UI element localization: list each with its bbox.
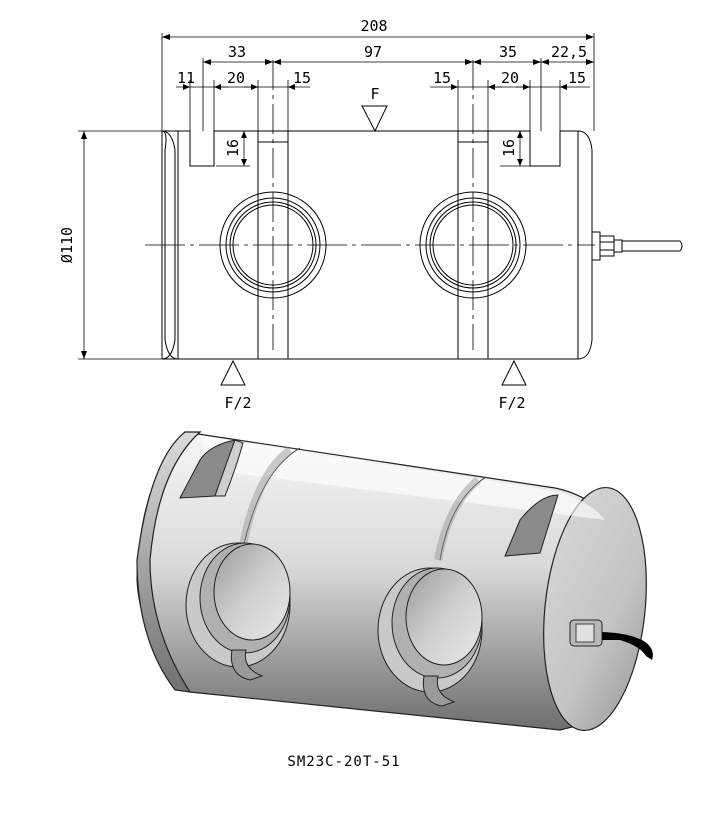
slot-right: [504, 494, 559, 557]
dim-left-end-to-pin: 33: [228, 43, 246, 61]
reaction-label-right: F/2: [498, 394, 525, 412]
dim-right-end: 22,5: [551, 43, 587, 61]
reaction-label-left: F/2: [224, 394, 251, 412]
force-arrow-down: [361, 105, 388, 133]
load-cell-3d-render: [136, 431, 653, 732]
cable-connector: [569, 619, 653, 660]
reaction-arrow-left: [220, 359, 246, 386]
pin-right: [377, 567, 483, 707]
dimension-lines: [78, 33, 595, 360]
end-cap: [543, 486, 647, 732]
dim-right-slot-width: 20: [501, 69, 519, 87]
dim-pin-spacing: 97: [364, 43, 382, 61]
load-markers: F F/2 F/2: [220, 85, 527, 412]
side-view: [145, 60, 683, 360]
dimension-labels: 208 33 97 35 22,5 11 20 15 15 20 15 16 1…: [58, 17, 587, 263]
cable-gland: [591, 231, 683, 261]
model-caption: SM23C-20T-51: [287, 754, 400, 770]
dim-total-length: 208: [360, 17, 387, 35]
dim-left-slot-gap: 11: [177, 69, 195, 87]
reaction-arrow-right: [501, 359, 527, 386]
dim-slot-depth-left: 16: [224, 139, 242, 157]
dim-left-slot-width: 20: [227, 69, 245, 87]
dim-slot-depth-right: 16: [500, 139, 518, 157]
dim-right-slot-gap: 15: [568, 69, 586, 87]
dim-left-pin-width: 15: [293, 69, 311, 87]
dim-right-pin-to-slot: 35: [499, 43, 517, 61]
force-label: F: [370, 85, 379, 103]
pin-left: [185, 542, 291, 681]
dim-diameter: Ø110: [58, 227, 76, 263]
dim-right-pin-width: 15: [433, 69, 451, 87]
